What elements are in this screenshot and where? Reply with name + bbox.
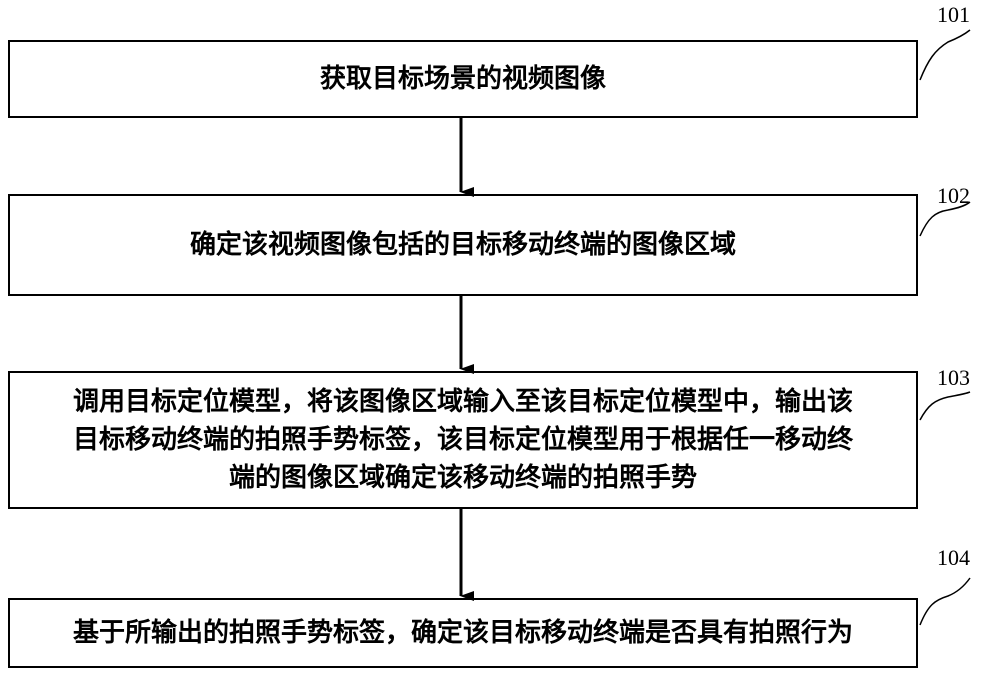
step-line: 调用目标定位模型，将该图像区域输入至该目标定位模型中，输出该 (18, 383, 908, 421)
step-box-101: 获取目标场景的视频图像 (8, 40, 918, 118)
step-line: 端的图像区域确定该移动终端的拍照手势 (18, 459, 908, 497)
step-text-104: 基于所输出的拍照手势标签，确定该目标移动终端是否具有拍照行为 (10, 614, 916, 652)
step-line: 目标移动终端的拍照手势标签，该目标定位模型用于根据任一移动终 (18, 421, 908, 459)
step-line: 确定该视频图像包括的目标移动终端的图像区域 (18, 226, 908, 264)
step-label-104: 104 (937, 545, 970, 571)
step-text-103: 调用目标定位模型，将该图像区域输入至该目标定位模型中，输出该 目标移动终端的拍照… (10, 383, 916, 497)
step-box-104: 基于所输出的拍照手势标签，确定该目标移动终端是否具有拍照行为 (8, 598, 918, 668)
step-label-102: 102 (937, 183, 970, 209)
leader-101 (920, 30, 970, 80)
step-box-102: 确定该视频图像包括的目标移动终端的图像区域 (8, 194, 918, 296)
step-line: 获取目标场景的视频图像 (18, 60, 908, 98)
step-box-103: 调用目标定位模型，将该图像区域输入至该目标定位模型中，输出该 目标移动终端的拍照… (8, 371, 918, 509)
leader-104 (920, 578, 970, 625)
step-line: 基于所输出的拍照手势标签，确定该目标移动终端是否具有拍照行为 (18, 614, 908, 652)
step-label-101: 101 (937, 2, 970, 28)
step-text-101: 获取目标场景的视频图像 (10, 60, 916, 98)
leader-103 (920, 392, 970, 420)
step-label-103: 103 (937, 365, 970, 391)
step-text-102: 确定该视频图像包括的目标移动终端的图像区域 (10, 226, 916, 264)
